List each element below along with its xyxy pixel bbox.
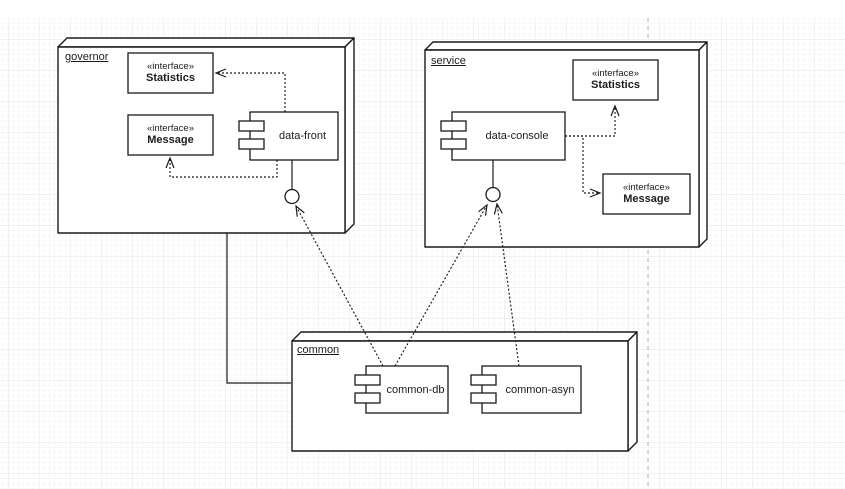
component-common-db-shape[interactable] <box>354 365 449 414</box>
component-data-front-shape[interactable] <box>238 111 339 161</box>
stereotype-text: «interface» <box>622 182 670 193</box>
connector-governor-common[interactable] <box>226 233 291 384</box>
arrow-data-front-to-statistics[interactable] <box>214 68 286 112</box>
component-data-front-label[interactable]: data-front <box>278 130 327 142</box>
interface-service-message-shape[interactable] <box>602 173 691 215</box>
package-common-shape[interactable] <box>291 331 638 452</box>
interface-service-statistics-shape[interactable] <box>572 59 659 101</box>
interface-governor-message-label[interactable]: «interface» Message <box>128 115 213 155</box>
interface-governor-statistics-label[interactable]: «interface» Statistics <box>128 53 213 93</box>
interface-governor-statistics-shape[interactable] <box>127 52 214 94</box>
interface-name-text: Message <box>147 134 194 146</box>
stereotype-text: «interface» <box>146 61 194 72</box>
component-data-console-shape[interactable] <box>440 111 566 161</box>
interface-governor-message-shape[interactable] <box>127 114 214 156</box>
interface-name-text: Statistics <box>591 79 640 91</box>
provided-interface-ball-data-console[interactable] <box>485 160 501 203</box>
arrow-data-front-to-message[interactable] <box>165 156 278 178</box>
stereotype-text: «interface» <box>591 68 639 79</box>
interface-name-text: Message <box>623 193 670 205</box>
interface-service-statistics-label[interactable]: «interface» Statistics <box>573 60 658 100</box>
arrow-common-asyn-to-service-ball[interactable] <box>493 202 520 367</box>
package-governor-label[interactable]: governor <box>65 51 109 63</box>
arrow-common-db-to-service-ball[interactable] <box>394 203 488 367</box>
provided-interface-ball-data-front[interactable] <box>284 160 300 205</box>
component-data-console-label[interactable]: data-console <box>485 130 549 142</box>
arrow-data-console-to-message[interactable] <box>565 135 602 198</box>
package-service-label[interactable]: service <box>431 55 466 67</box>
stereotype-text: «interface» <box>146 123 194 134</box>
component-common-db-label[interactable]: common-db <box>386 383 445 396</box>
component-common-asyn-label[interactable]: common-asyn <box>505 383 575 396</box>
interface-name-text: Statistics <box>146 72 195 84</box>
package-common-label[interactable]: common <box>297 344 340 356</box>
interface-service-message-label[interactable]: «interface» Message <box>603 174 690 214</box>
component-common-asyn-shape[interactable] <box>470 365 582 414</box>
